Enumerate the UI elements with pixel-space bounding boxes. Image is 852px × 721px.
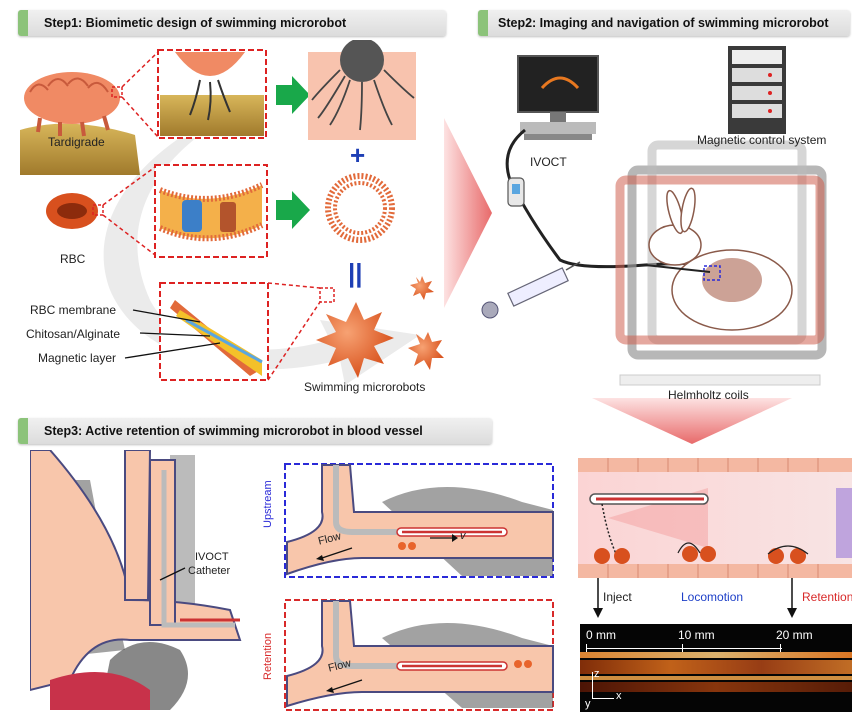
equals-sign: || (348, 258, 363, 288)
step2-illustration (481, 46, 827, 386)
retention-side-label: Retention (262, 632, 274, 680)
step1-tab (18, 10, 28, 36)
magnetic-control-label: Magnetic control system (697, 133, 827, 147)
upstream-panel (284, 463, 554, 578)
layer-rbc-membrane: RBC membrane (30, 303, 117, 317)
ivoct-catheter-label-1: IVOCT (195, 551, 229, 563)
ivoct-monitor (517, 55, 599, 140)
microrobot-small-2 (410, 276, 434, 300)
axis-z: z (594, 668, 600, 680)
locomotion-schematic (578, 458, 852, 578)
step3-header: Step3: Active retention of swimming micr… (18, 418, 492, 444)
swimming-label: Swimming microrobots (304, 380, 426, 394)
oct-image: 0 mm 10 mm 20 mm z y x (580, 624, 852, 712)
upstream-label: Upstream (262, 480, 274, 528)
axis-x: x (616, 690, 622, 702)
step2-title: Step2: Imaging and navigation of swimmin… (498, 16, 829, 30)
helmholtz-label: Helmholtz coils (668, 388, 749, 402)
step2-tab (478, 10, 488, 36)
step2-header: Step2: Imaging and navigation of swimmin… (478, 10, 850, 36)
ivoct-label: IVOCT (530, 155, 567, 169)
velocity-label: v (460, 530, 466, 542)
step3-title: Step3: Active retention of swimming micr… (44, 424, 423, 438)
step3-tab (18, 418, 28, 444)
plus-sign: + (350, 140, 365, 170)
scale-10: 10 mm (678, 628, 715, 642)
rbc-label: RBC (60, 252, 86, 266)
scale-0: 0 mm (586, 628, 616, 642)
microrobot-small-1 (408, 332, 444, 370)
ivoct-catheter-label-2: Catheter (188, 565, 231, 577)
tardigrade-label: Tardigrade (48, 135, 105, 149)
locomotion-arrows (593, 578, 797, 618)
locomotion-label: Locomotion (681, 590, 744, 604)
retention-panel (284, 599, 554, 711)
step1-illustration: + || (20, 40, 444, 385)
step-arrow-down (592, 398, 792, 444)
retention-label: Retention (802, 590, 852, 604)
layer-magnetic: Magnetic layer (38, 351, 117, 365)
microrobot-large (316, 302, 394, 378)
axis-y: y (585, 698, 591, 710)
green-arrow-1 (276, 76, 310, 114)
green-arrow-2 (276, 191, 310, 229)
vessel-anatomy (30, 450, 242, 710)
tardigrade-drawing (20, 72, 140, 175)
rabbit (648, 187, 793, 331)
scale-20: 20 mm (776, 628, 813, 642)
magnetic-control-rack (728, 46, 786, 134)
inject-label: Inject (603, 590, 632, 604)
step-arrow-right (444, 118, 492, 308)
syringe (481, 261, 581, 319)
layer-chitosan: Chitosan/Alginate (26, 327, 121, 341)
step1-header: Step1: Biomimetic design of swimming mic… (18, 10, 446, 36)
step1-title: Step1: Biomimetic design of swimming mic… (44, 16, 347, 30)
